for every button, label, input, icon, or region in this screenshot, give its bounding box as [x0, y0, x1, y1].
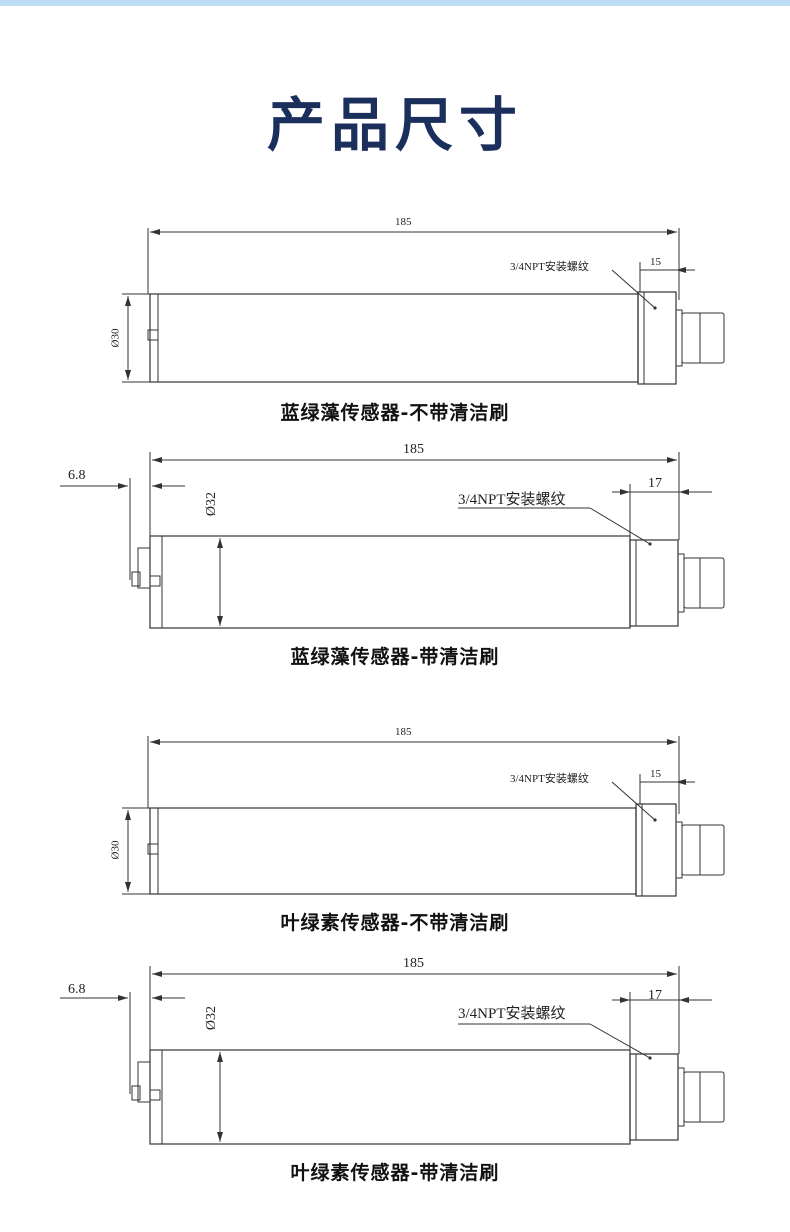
drawing-2-with-brush: 185 6.8 Ø32 3/4NPT安装螺纹 17 蓝绿藻传感器-带清洁刷 — [0, 440, 790, 680]
thread-label: 3/4NPT安装螺纹 — [458, 1006, 566, 1022]
thread-label: 3/4NPT安装螺纹 — [510, 773, 589, 785]
thread-length-label: 15 — [650, 768, 661, 780]
drawing-1-no-brush: 185 Ø30 3/4NPT安装螺纹 15 蓝绿藻传感器-不带清洁刷 — [0, 210, 790, 430]
length-label: 185 — [403, 442, 424, 457]
page-title: 产品尺寸 — [266, 91, 523, 159]
drawing-caption: 叶绿素传感器-不带清洁刷 — [280, 912, 510, 934]
thread-length-label: 15 — [650, 256, 661, 268]
top-accent-band — [0, 0, 790, 6]
diameter-label: Ø30 — [109, 328, 122, 348]
thread-length-label: 17 — [648, 476, 662, 491]
drawing-3-no-brush: 185 Ø30 3/4NPT安装螺纹 15 叶绿素传感器-不带清洁刷 — [0, 724, 790, 944]
thread-label: 3/4NPT安装螺纹 — [510, 261, 589, 273]
diameter-label: Ø30 — [109, 840, 122, 860]
drawing-caption: 蓝绿藻传感器-带清洁刷 — [290, 646, 500, 668]
thread-length-label: 17 — [648, 988, 662, 1003]
diameter-label: Ø32 — [204, 1005, 220, 1031]
length-label: 185 — [395, 216, 412, 228]
brush-offset-label: 6.8 — [68, 982, 86, 997]
length-label: 185 — [395, 726, 412, 738]
thread-label: 3/4NPT安装螺纹 — [458, 492, 566, 508]
drawing-caption: 叶绿素传感器-带清洁刷 — [290, 1162, 500, 1184]
sensor-drawing-2 — [60, 452, 725, 629]
drawing-caption: 蓝绿藻传感器-不带清洁刷 — [280, 402, 510, 424]
diameter-label: Ø32 — [204, 491, 220, 517]
drawing-4-with-brush: 185 6.8 Ø32 3/4NPT安装螺纹 17 叶绿素传感器-带清洁刷 — [0, 954, 790, 1194]
sensor-drawing-3 — [122, 736, 725, 897]
sensor-drawing-4 — [60, 966, 725, 1145]
brush-offset-label: 6.8 — [68, 468, 86, 483]
length-label: 185 — [403, 956, 424, 971]
sensor-drawing-1 — [122, 228, 725, 385]
